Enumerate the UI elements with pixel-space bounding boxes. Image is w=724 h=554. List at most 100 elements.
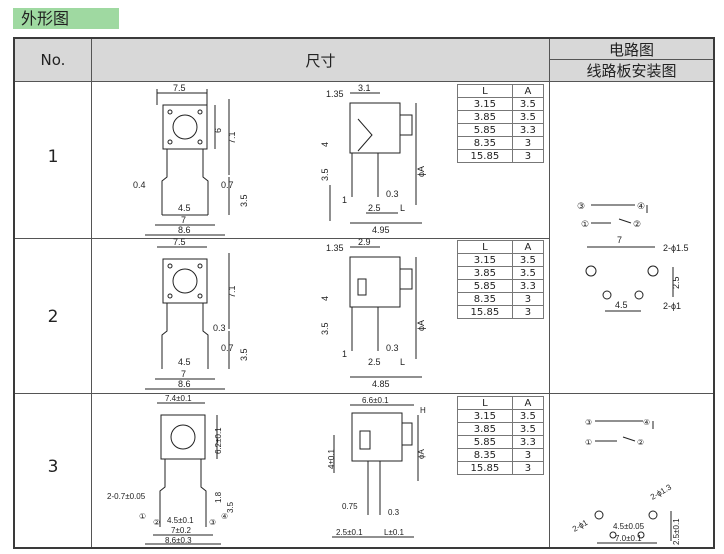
dim-label: 8.6±0.3 [165,536,192,545]
row-number: 3 [47,457,59,477]
header-no: No. [15,39,91,81]
dim-label: 4.5±0.05 [613,522,645,531]
dim-label: 3.1 [358,83,371,93]
dim-label: 0.3 [386,343,399,353]
terminal-label: ④ [637,201,645,211]
la-cell: 3 [511,305,545,319]
la-cell: 3.85 [457,110,513,124]
dim-label: 7.1 [227,285,237,298]
terminal-label: ② [637,438,644,447]
pin-number: ① [139,512,146,521]
la-cell: 3 [511,448,545,462]
dim-label: 7.5 [173,237,186,247]
dim-label: L±0.1 [384,528,405,537]
row-divider [15,393,713,394]
dim-label: 3.5 [239,194,249,207]
dim-label: ϕA [417,449,426,459]
dim-label: 1 [342,195,347,205]
col-divider [549,39,550,547]
dim-label: 4 [320,142,330,147]
dim-label: 3.5 [320,322,330,335]
row-divider [550,59,713,60]
la-header-l: L [457,84,513,98]
dim-label: 7 [181,369,186,379]
dim-label: 6.6±0.1 [362,396,389,405]
dim-label: 0.3 [213,323,226,333]
pin-number: ④ [221,512,228,521]
dim-label: 0.7 [221,180,234,190]
dim-label: 0.4 [133,180,146,190]
dim-label: 6 [213,128,223,133]
side-view-drawing: 6.6±0.1 H 4±0.1 ϕA 0.75 0.3 2.5±0.1 L±0.… [327,396,426,538]
dim-label: L [400,357,405,367]
dim-label: H [420,406,426,415]
dim-label: 4.85 [372,379,390,389]
dim-label: 3.5 [226,501,235,513]
side-view-drawing: 1.35 3.1 4 3.5 ϕA 1 0.3 2.5 L 4.95 [320,83,426,235]
front-view-drawing: 7.5 7.1 3.5 0.3 0.7 4.5 7 8.6 [145,237,249,390]
dim-label: 7 [617,235,622,245]
la-cell: 3.5 [511,97,545,111]
la-cell: 3.3 [511,279,545,293]
terminal-label: ④ [643,418,650,427]
la-header-a: A [511,240,545,254]
dim-label: 0.3 [388,508,400,517]
dim-label: 4±0.1 [327,448,336,469]
dim-label: 3.5 [239,348,249,361]
dim-label: 6.2±0.1 [214,427,223,454]
pin-number: ③ [209,518,216,527]
dim-label: 4.5 [615,300,628,310]
dim-label: 7.5 [173,83,186,93]
circuit-diagram: ③ ④ ① ② 2-ϕ1.3 2-ϕ1 4.5±0.05 7.0±0.1 2.5… [571,418,681,545]
la-cell: 3.15 [457,97,513,111]
dim-label: 2-ϕ1 [571,518,590,534]
dim-label: 7.4±0.1 [165,394,192,403]
dim-label: 2.5 [368,357,381,367]
dim-label: 3.5 [320,168,330,181]
dim-label: 4.5 [178,357,191,367]
dim-label: 7±0.2 [171,526,192,535]
dim-label: 4.95 [372,225,390,235]
row-number: 2 [47,307,59,327]
la-header-a: A [511,396,545,410]
dim-label: 4.5±0.1 [167,516,194,525]
la-cell: 3 [511,149,545,163]
terminal-label: ① [581,219,589,229]
la-cell: 3.5 [511,253,545,267]
la-cell: 3.5 [511,110,545,124]
la-cell: 5.85 [457,435,513,449]
side-view-drawing: 1.35 2.9 4 3.5 ϕA 1 0.3 2.5 L 4.85 [320,237,426,389]
dim-label: 0.75 [342,502,358,511]
la-cell: 3.15 [457,409,513,423]
la-cell: 3.3 [511,123,545,137]
terminal-label: ① [585,438,592,447]
dim-label: 2.5±0.1 [672,518,681,545]
header-circuit: 电路图 [550,39,713,59]
row-divider [15,238,549,239]
dim-label: 1 [342,349,347,359]
col-divider [91,39,92,547]
la-cell: 3.5 [511,266,545,280]
la-cell: 3.85 [457,266,513,280]
dim-label: 7 [181,215,186,225]
dim-label: 2-ϕ1 [663,301,681,311]
dim-label: 7.1 [227,131,237,144]
dim-label: 0.3 [386,189,399,199]
dim-label: 8.6 [178,225,191,235]
la-cell: 15.85 [457,461,513,475]
terminal-label: ② [633,219,641,229]
dim-label: 2.5 [368,203,381,213]
la-cell: 3.3 [511,435,545,449]
la-cell: 3.5 [511,409,545,423]
la-cell: 3.15 [457,253,513,267]
dim-label: 1.8 [214,491,223,503]
row-number: 1 [47,147,59,167]
la-header-a: A [511,84,545,98]
dim-label: 2.9 [358,237,371,247]
header-pcb: 线路板安装图 [550,60,713,81]
la-header-l: L [457,240,513,254]
